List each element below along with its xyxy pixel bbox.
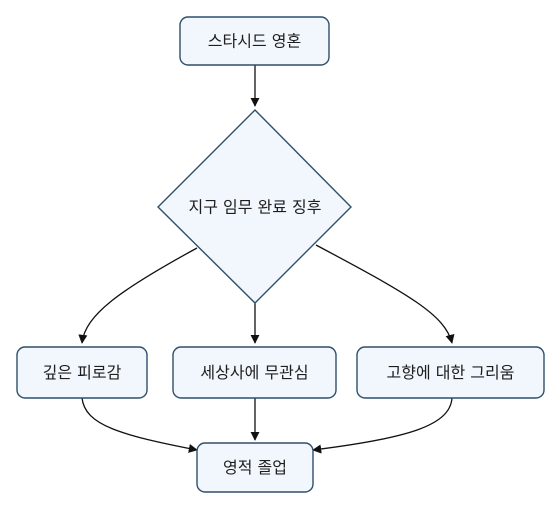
- edge-homesickness-to-graduation: [312, 397, 453, 454]
- start-node-label: 스타시드 영혼: [208, 32, 301, 51]
- outcome-label-indifference: 세상사에 무관심: [200, 363, 308, 382]
- start-node: 스타시드 영혼: [179, 16, 330, 66]
- end-node-label: 영적 졸업: [223, 458, 287, 477]
- outcome-label-homesickness: 고향에 대한 그리움: [387, 363, 515, 382]
- edges: [78, 65, 455, 454]
- decision-node: 지구 임무 완료 징후: [157, 109, 352, 304]
- edge-fatigue-to-graduation: [81, 397, 198, 453]
- decision-node-label: 지구 임무 완료 징후: [188, 198, 321, 217]
- edge-decision-to-fatigue: [78, 247, 198, 344]
- end-node: 영적 졸업: [196, 442, 314, 493]
- outcome-node-fatigue: 깊은 피로감: [16, 346, 148, 399]
- outcome-node-indifference: 세상사에 무관심: [172, 346, 337, 399]
- outcome-label-fatigue: 깊은 피로감: [43, 363, 122, 382]
- outcome-node-homesickness: 고향에 대한 그리움: [356, 346, 545, 399]
- edge-decision-to-homesickness: [315, 244, 455, 344]
